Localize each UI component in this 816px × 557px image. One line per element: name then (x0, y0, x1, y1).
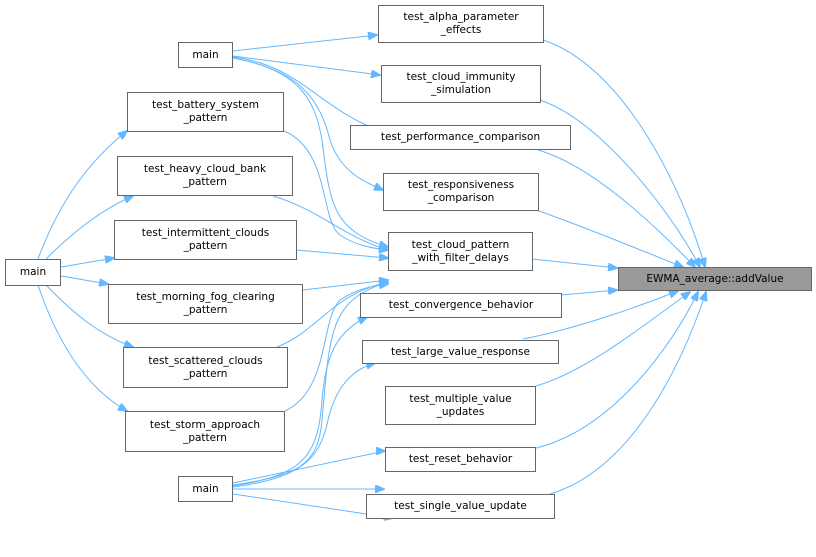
node-test-convergence-behavior[interactable]: test_convergence_behavior (360, 293, 562, 318)
node-label-line2: _with_filter_delays (412, 251, 509, 264)
edge-large-to-addvalue (522, 291, 678, 340)
edge-performance-to-addvalue (537, 149, 695, 267)
node-label-line1: test_cloud_immunity (406, 71, 516, 83)
node-test-alpha-parameter-effects[interactable]: test_alpha_parameter_effects (378, 5, 544, 43)
node-test-reset-behavior[interactable]: test_reset_behavior (385, 447, 536, 472)
node-label-line1: test_battery_system (152, 99, 259, 111)
node-label-line1: test_alpha_parameter (403, 11, 519, 23)
node-test-multiple-value-updates[interactable]: test_multiple_value_updates (385, 386, 536, 425)
edge-immunity-to-addvalue (539, 99, 700, 267)
node-test-performance-comparison[interactable]: test_performance_comparison (350, 125, 571, 150)
node-label: test_performance_comparison (380, 131, 541, 143)
node-label: EWMA_average::addValue (646, 272, 784, 285)
node-label: main (192, 48, 219, 61)
node-label-line1: test_intermittent_clouds (141, 227, 270, 239)
node-label-line2: _pattern (183, 367, 228, 380)
node-label-line2: _effects (440, 24, 482, 36)
node-label-line2: _pattern (183, 176, 227, 188)
edge-main-to-alpha (232, 35, 377, 52)
edge-convergence-to-addvalue (560, 290, 617, 296)
node-test-storm-approach-pattern[interactable]: test_storm_approach_pattern (125, 411, 285, 452)
node-test-cloud-immunity-simulation[interactable]: test_cloud_immunity_simulation (381, 65, 541, 103)
edge-multiple-to-addvalue (535, 292, 690, 387)
node-label-line1: test_scattered_clouds (148, 354, 263, 367)
node-test-battery-system-pattern[interactable]: test_battery_system_pattern (127, 92, 284, 132)
node-label-line1: test_morning_fog_clearing (136, 291, 275, 303)
node-label: test_single_value_update (394, 500, 527, 512)
edge-main-to-immunity (232, 55, 380, 75)
edge-reset-to-addvalue (535, 292, 698, 449)
edge-main-to-cloud-pattern (232, 57, 388, 247)
edge-cloud-pattern-to-addvalue (531, 258, 617, 268)
node-label-line1: test_heavy_cloud_bank (143, 163, 267, 175)
node-label-line2: _comparison (427, 192, 495, 204)
node-ewma-average-addvalue[interactable]: EWMA_average::addValue (618, 267, 812, 291)
node-label: main (19, 266, 47, 278)
edge-mainleft-to-battery (37, 131, 127, 260)
node-label-line2: _pattern (183, 431, 227, 444)
node-label-line1: test_multiple_value (409, 392, 512, 405)
node-test-scattered-clouds-pattern[interactable]: test_scattered_clouds_pattern (123, 347, 288, 388)
edge-responsiveness-to-addvalue (535, 209, 683, 267)
node-test-single-value-update[interactable]: test_single_value_update (366, 494, 555, 519)
node-label-line2: _pattern (183, 112, 228, 124)
node-label-line2: _updates (436, 405, 485, 418)
edge-mainbottom-to-cloud-pattern (232, 282, 388, 486)
node-main-bottom[interactable]: main (178, 476, 233, 502)
node-label-line2: _pattern (183, 304, 228, 316)
node-label: test_reset_behavior (408, 453, 513, 465)
node-test-cloud-pattern-with-filter-delays[interactable]: test_cloud_pattern_with_filter_delays (388, 232, 533, 271)
node-label: test_large_value_response (391, 345, 530, 358)
edge-mainbottom-to-large (232, 363, 375, 488)
edge-mainleft-to-morning (60, 275, 108, 284)
node-main-left[interactable]: main (5, 259, 61, 286)
edge-single-to-addvalue (549, 292, 706, 495)
node-test-intermittent-clouds-pattern[interactable]: test_intermittent_clouds_pattern (114, 220, 297, 260)
edge-intermittent-to-cloud-pattern (295, 249, 388, 258)
node-label-line1: test_storm_approach (149, 418, 261, 431)
edge-morning-to-cloud-pattern (302, 280, 388, 291)
node-test-responsiveness-comparison[interactable]: test_responsiveness_comparison (383, 173, 539, 211)
edge-storm-to-cloud-pattern (284, 284, 388, 412)
node-test-large-value-response[interactable]: test_large_value_response (362, 340, 559, 364)
edge-mainbottom-to-multiple (232, 451, 385, 484)
node-label-line2: _pattern (183, 240, 228, 252)
edge-mainleft-to-scattered (45, 284, 133, 347)
edge-mainleft-to-storm (37, 284, 127, 411)
node-label-line1: test_responsiveness (407, 179, 515, 191)
edge-main-to-performance (232, 56, 383, 132)
node-label-line1: test_cloud_pattern (411, 238, 510, 251)
node-main-top[interactable]: main (178, 42, 233, 68)
node-test-heavy-cloud-bank-pattern[interactable]: test_heavy_cloud_bank_pattern (117, 156, 293, 196)
node-label-line2: _simulation (431, 84, 491, 96)
edge-mainleft-to-heavy (45, 196, 133, 260)
edge-battery-to-cloud-pattern (283, 130, 388, 250)
node-label: test_convergence_behavior (388, 299, 534, 311)
node-test-morning-fog-clearing-pattern[interactable]: test_morning_fog_clearing_pattern (108, 284, 303, 324)
node-label: main (192, 482, 219, 495)
edge-alpha-to-addvalue (542, 39, 705, 267)
edge-mainbottom-to-convergence (232, 317, 367, 487)
edge-heavy-to-cloud-pattern (272, 195, 388, 250)
edge-mainleft-to-intermittent (60, 258, 114, 268)
